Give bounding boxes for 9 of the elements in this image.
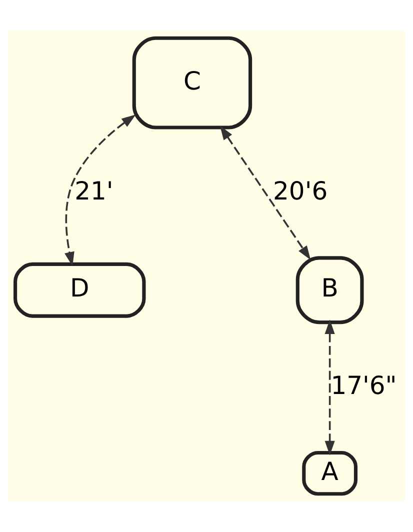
arrow bbox=[220, 126, 311, 260]
node-box: C bbox=[132, 36, 252, 130]
node-box: A bbox=[302, 450, 358, 496]
arrow bbox=[64, 114, 136, 266]
arrow bbox=[324, 320, 335, 456]
node-box: D bbox=[14, 262, 146, 318]
edge-label: 21' bbox=[74, 176, 114, 206]
edge-label: 20'6 bbox=[273, 176, 328, 206]
edge-label: 17'6" bbox=[330, 371, 397, 400]
